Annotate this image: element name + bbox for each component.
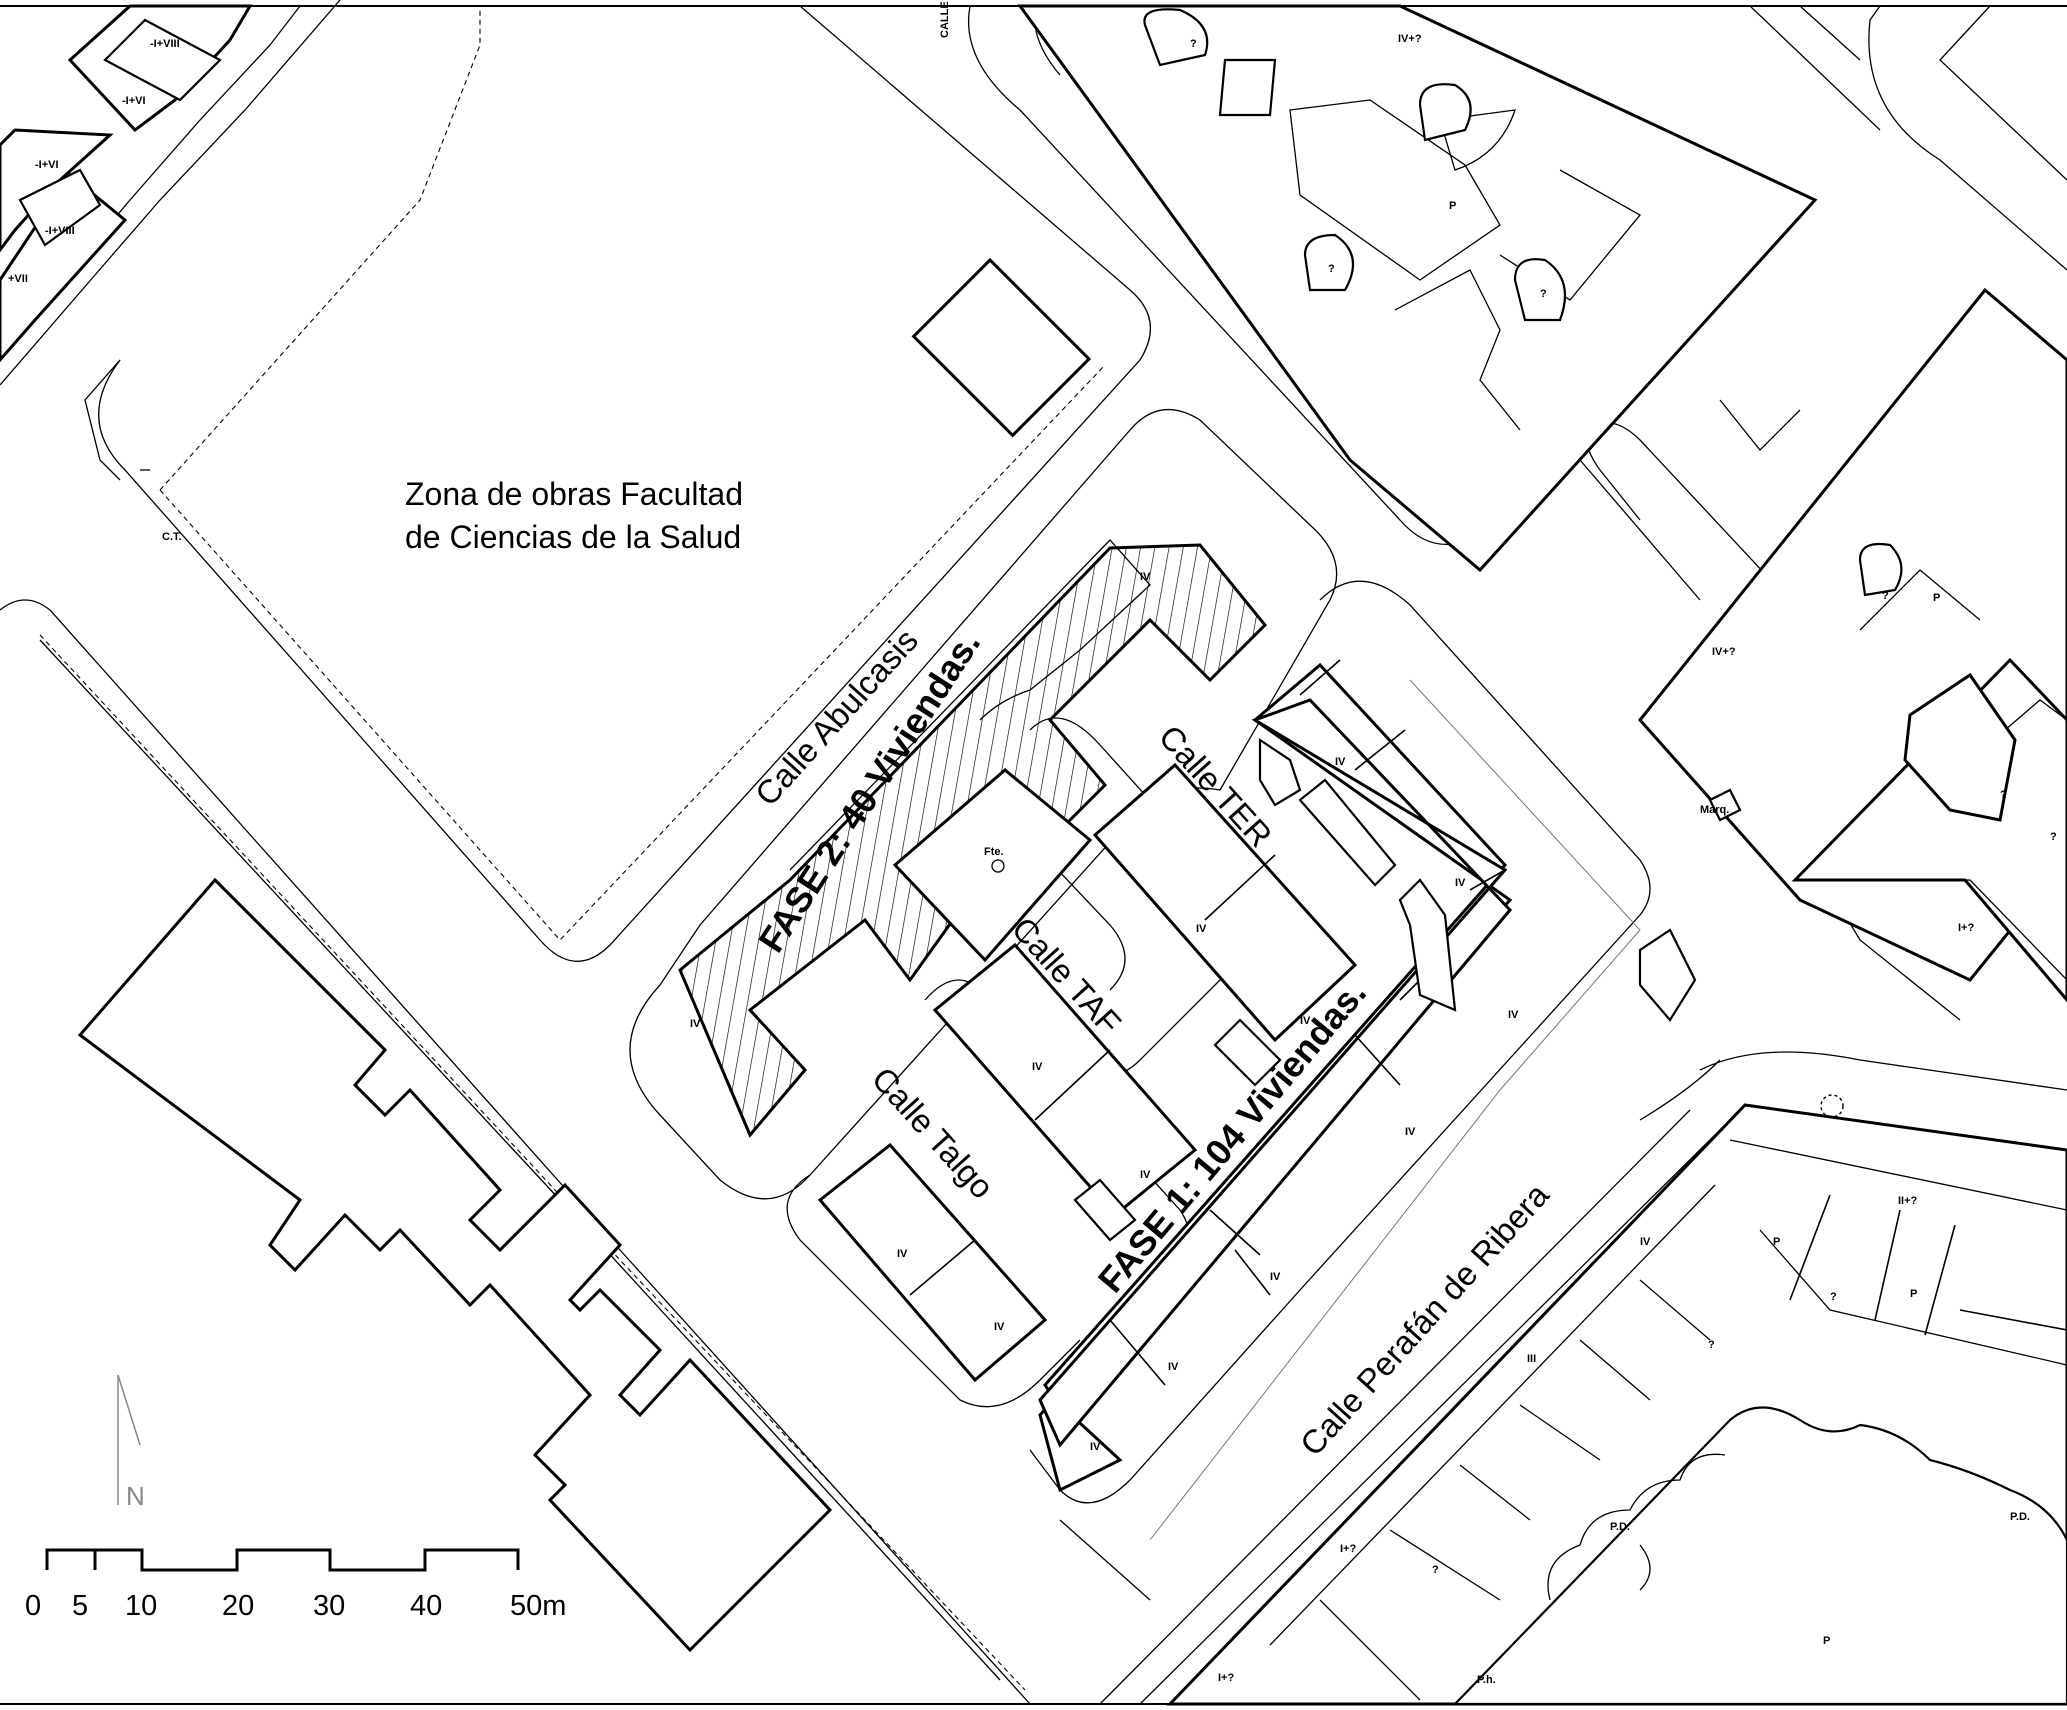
site-boundary-dashed: [39, 6, 1106, 1691]
floor-label: IV: [1335, 756, 1346, 768]
floor-label: -I+VIII: [45, 225, 75, 237]
building-lower-left: [77, 877, 833, 1653]
floor-label: ?: [2050, 831, 2057, 843]
floor-label: IV: [994, 1321, 1005, 1333]
floor-label: IV: [1196, 923, 1207, 935]
map-title-line-1: Zona de obras Facultad: [405, 476, 743, 512]
scale-label: 0: [25, 1590, 41, 1622]
phase1-building: [1038, 659, 1697, 1541]
talgo-block-lower: [817, 1142, 1048, 1383]
tree-marker: [1820, 1094, 1844, 1118]
floor-label: P: [1449, 200, 1456, 212]
floor-label: I+?: [1340, 1543, 1356, 1555]
ct-label: C.T.: [162, 531, 182, 543]
floor-label: -I+VIII: [150, 38, 180, 50]
floor-label: IV: [1140, 1169, 1151, 1181]
buildings-lower-right: [1166, 1103, 2067, 1706]
buildings-top-left: -I+VIII -I+VI -I+VI -I+VIII +VII: [0, 4, 253, 363]
floor-label: IV: [1032, 1061, 1043, 1073]
floor-label: IV: [1508, 1009, 1519, 1021]
floor-label: IV: [1300, 1015, 1311, 1027]
floor-label: ?: [1830, 1291, 1837, 1303]
floor-label: IV: [897, 1248, 908, 1260]
floor-label: ?: [1540, 288, 1547, 300]
map-title-line-2: de Ciencias de la Salud: [405, 519, 741, 555]
floor-label: IV: [1640, 1236, 1651, 1248]
pd-label-right: P.D.: [2010, 1511, 2030, 1523]
fountain-label: Fte.: [984, 846, 1004, 858]
floor-label: P: [1773, 1236, 1780, 1248]
floor-label: ?: [1190, 38, 1197, 50]
floor-label: ?: [2000, 789, 2007, 801]
street-label-calle-top: CALLE: [939, 1, 951, 38]
floor-label: ?: [1708, 1339, 1715, 1351]
scale-label: 5: [72, 1590, 88, 1622]
floor-label: I+?: [1218, 1672, 1234, 1684]
floor-label: -I+VI: [122, 95, 146, 107]
scale-label: 40: [410, 1590, 442, 1622]
floor-label: IV: [1168, 1361, 1179, 1373]
north-arrow: N: [117, 1374, 145, 1511]
scale-label: 20: [222, 1590, 254, 1622]
floor-label: IV: [1140, 571, 1151, 583]
fountain-marker: [991, 859, 1005, 873]
floor-label: +VII: [8, 273, 28, 285]
floor-label: IV: [1270, 1271, 1281, 1283]
floor-label: IV+?: [1712, 646, 1736, 658]
floor-label: -I+VI: [35, 159, 59, 171]
floor-label: II+?: [1898, 1195, 1918, 1207]
scale-label: 30: [313, 1590, 345, 1622]
floor-label: IV: [1090, 1441, 1101, 1453]
floor-label: P: [1933, 592, 1940, 604]
construction-hut: [911, 257, 1092, 438]
ph-label: P.h.: [1477, 1674, 1496, 1686]
floor-label: IV: [690, 1018, 701, 1030]
scale-label: 10: [125, 1590, 157, 1622]
floor-label: P: [1910, 1288, 1917, 1300]
marquee-label: Marq.: [1700, 804, 1729, 816]
north-label: N: [126, 1481, 145, 1511]
taf-block: [1092, 762, 1358, 1087]
pd-label: P.D.: [1610, 1521, 1630, 1533]
floor-label: IV: [1405, 1126, 1416, 1138]
floor-label: P: [1823, 1635, 1830, 1647]
plaza-block-top: [1017, 4, 1818, 573]
scale-bar: 0 5 10 20 30 40 50m: [25, 1548, 566, 1622]
talgo-block-upper: [932, 942, 1198, 1242]
floor-label: ?: [1882, 590, 1889, 602]
floor-label: IV: [1455, 877, 1466, 889]
floor-label: I+?: [1958, 922, 1974, 934]
buildings-right: [1638, 287, 2067, 1003]
floor-label: III: [1527, 1353, 1536, 1365]
floor-label: ?: [1328, 263, 1335, 275]
floor-label: IV+?: [1398, 33, 1422, 45]
scale-label: 50m: [510, 1590, 566, 1622]
floor-label: ?: [1432, 1564, 1439, 1576]
